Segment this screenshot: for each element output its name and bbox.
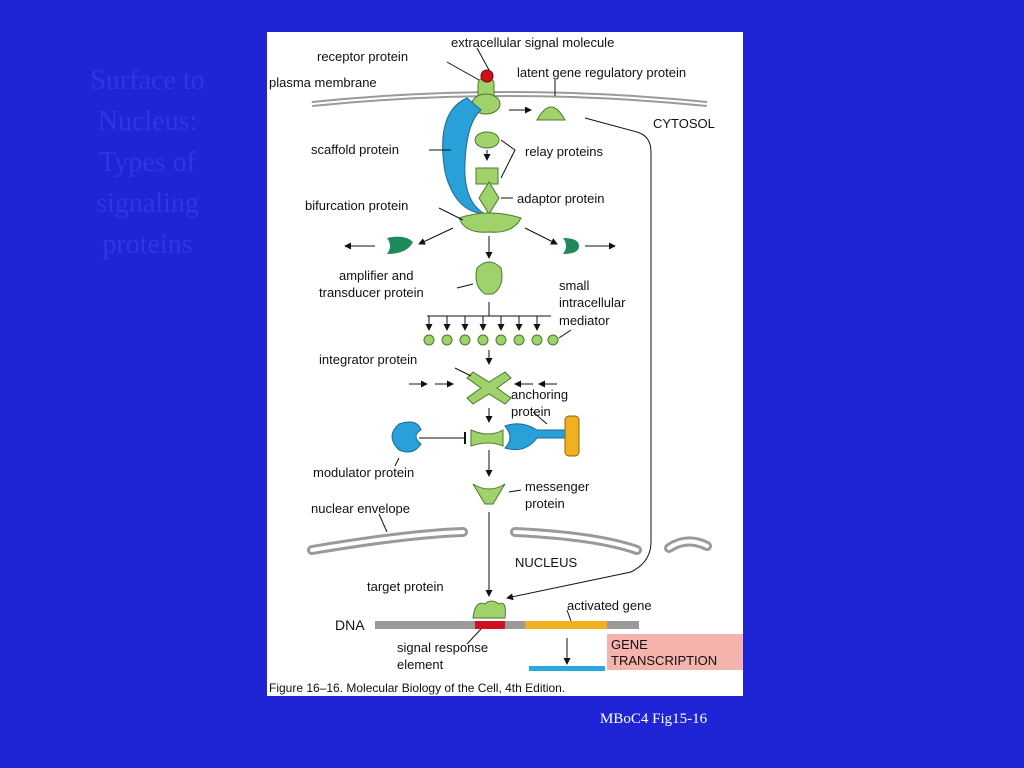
- label-amplifier-1: amplifier and: [339, 268, 413, 283]
- label-integrator: integrator protein: [319, 352, 417, 367]
- label-activated-gene: activated gene: [567, 598, 652, 613]
- label-amplifier-2: transducer protein: [319, 285, 424, 300]
- label-target: target protein: [367, 579, 444, 594]
- label-plasma-membrane: plasma membrane: [269, 75, 377, 90]
- label-latent-gene: latent gene regulatory protein: [517, 65, 686, 80]
- bifurcation-protein-shape: [458, 212, 522, 233]
- right-branch-protein: [563, 238, 579, 254]
- label-nucleus: NUCLEUS: [515, 555, 577, 570]
- title-line: Surface to: [90, 65, 205, 96]
- amplifier-protein-shape: [475, 261, 503, 295]
- label-extracellular-signal: extracellular signal molecule: [451, 35, 614, 50]
- label-small-2: intracellular: [559, 295, 626, 310]
- anchored-green-protein: [470, 429, 504, 447]
- label-anchoring-1: anchoring: [511, 387, 568, 402]
- label-small-1: small: [559, 278, 589, 293]
- label-modulator: modulator protein: [313, 465, 414, 480]
- title-line: Types of: [99, 147, 196, 178]
- small-mediators: [423, 316, 559, 346]
- slide-title: Surface to Nucleus: Types of signaling p…: [70, 60, 225, 265]
- adaptor-protein-shape: [478, 181, 500, 215]
- label-signal-response-2: element: [397, 657, 444, 672]
- title-line: Nucleus:: [97, 106, 198, 137]
- transcription-box: [607, 634, 743, 670]
- scaffold-protein-shape: [442, 97, 486, 215]
- label-adaptor: adaptor protein: [517, 191, 604, 206]
- label-relay: relay proteins: [525, 144, 604, 159]
- activated-gene-region: [525, 621, 607, 629]
- label-scaffold: scaffold protein: [311, 142, 399, 157]
- figure-credit: Figure 16–16. Molecular Biology of the C…: [269, 681, 565, 695]
- signaling-diagram: extracellular signal molecule receptor p…: [269, 35, 743, 695]
- label-cytosol: CYTOSOL: [653, 116, 715, 131]
- anchor-cylinder: [564, 415, 580, 457]
- label-receptor-protein: receptor protein: [317, 49, 408, 64]
- dna-strand: [375, 621, 639, 629]
- label-gene-transcription-2: TRANSCRIPTION: [611, 653, 717, 668]
- label-anchoring-2: protein: [511, 404, 551, 419]
- signal-molecule: [480, 69, 494, 83]
- label-bifurcation: bifurcation protein: [305, 198, 408, 213]
- mrna-bar: [529, 666, 605, 671]
- signal-response-element: [475, 621, 505, 629]
- label-signal-response-1: signal response: [397, 640, 488, 655]
- label-messenger-1: messenger: [525, 479, 590, 494]
- label-nuclear-envelope: nuclear envelope: [311, 501, 410, 516]
- label-gene-transcription-1: GENE: [611, 637, 648, 652]
- modulator-protein-shape: [391, 421, 422, 453]
- messenger-protein-shape: [472, 483, 506, 505]
- title-line: proteins: [102, 229, 193, 260]
- target-protein-shape: [472, 600, 506, 619]
- anchoring-protein-shape: [504, 423, 566, 451]
- title-line: signaling: [96, 188, 199, 219]
- slide-caption: MBoC4 Fig15-16: [600, 711, 708, 727]
- integrator-protein-shape: [466, 371, 512, 405]
- latent-gene-regulatory-shape: [536, 106, 566, 121]
- signaling-figure: extracellular signal molecule receptor p…: [267, 32, 743, 696]
- label-messenger-2: protein: [525, 496, 565, 511]
- label-small-3: mediator: [559, 313, 610, 328]
- left-branch-protein: [387, 236, 413, 254]
- label-dna: DNA: [335, 617, 365, 633]
